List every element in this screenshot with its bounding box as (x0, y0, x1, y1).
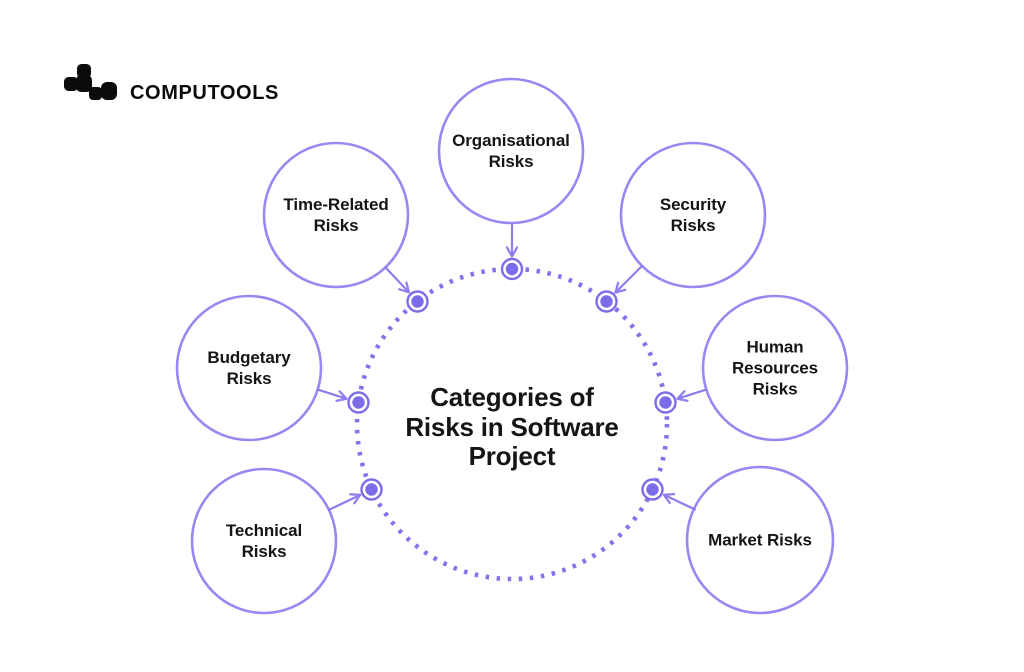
hub-point-lower-left (360, 478, 383, 501)
node-circle-technical (190, 467, 338, 615)
hub-point-upper-right (595, 290, 618, 313)
connector-market (664, 495, 696, 511)
brand-name: COMPUTOOLS (130, 82, 279, 104)
node-label-budgetary: Budgetary Risks (207, 348, 291, 388)
node-circle-time-related (262, 141, 410, 289)
hub-point-right (654, 391, 677, 414)
diagram-title: Categories of Risks in Software Project (405, 381, 619, 471)
node-circle-organisational (437, 77, 585, 225)
connector-budgetary (316, 388, 346, 399)
connector-time-related (384, 266, 408, 292)
connector-technical (327, 495, 360, 511)
hub-dotted-circle (354, 266, 670, 582)
node-circle-market (685, 465, 835, 615)
hub-point-lower-right (641, 478, 664, 501)
node-circle-budgetary (175, 294, 323, 442)
node-label-security: Security Risks (659, 195, 727, 235)
node-label-technical: Technical Risks (225, 521, 303, 561)
connector-security (616, 264, 644, 292)
hub-point-top (500, 257, 524, 281)
computools-logo-icon (64, 64, 117, 100)
node-label-time-related: Time-Related Risks (283, 195, 389, 235)
node-label-market: Market Risks (708, 530, 812, 550)
node-label-human-resources: Human Resources Risks (731, 337, 819, 399)
node-circle-security (619, 141, 767, 289)
hub-point-left (347, 391, 370, 414)
connector-human-resources (678, 388, 708, 399)
node-circle-human-resources (701, 294, 849, 442)
brand-logo: COMPUTOOLS (64, 63, 279, 105)
node-label-organisational: Organisational Risks (452, 131, 570, 171)
hub-point-upper-left (406, 290, 429, 313)
